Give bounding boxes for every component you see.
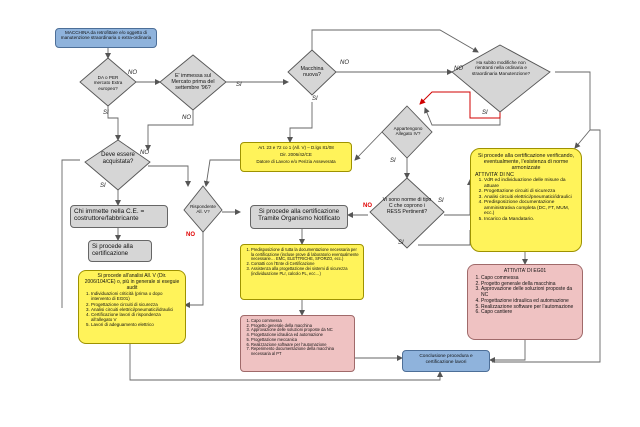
decision-norme[interactable]: Vi sono norme di tipo C che coprono i RE… — [382, 197, 432, 215]
label-si: SI — [438, 198, 444, 204]
analisi-item: Certificazione lavori di rispondenza all… — [91, 312, 182, 322]
attivita-nc-item: VdR ed individuazione delle misure da at… — [484, 178, 577, 189]
analisi-item: Analisi circuiti elettrici/pneumatici/id… — [91, 307, 182, 312]
attivita-eg01-list: Capo commessa Progetto generale della ma… — [472, 275, 578, 316]
attivita-nc-item: Progettazione circuiti di sicurezza — [484, 189, 577, 195]
analisi-header: Si procede all’analisi All. V (Dir. 2006… — [84, 273, 180, 291]
decision-acquistate-diamond — [84, 139, 151, 191]
chi-immette-box[interactable]: Chi immette nella C.E. = costruttore/fab… — [70, 205, 168, 228]
label-si: SI — [236, 82, 242, 88]
capo-left-item: Progettazione idraulica ed automazione — [251, 332, 352, 338]
edge-allegato-art23 — [354, 131, 383, 161]
decision-ue[interactable]: DA o PER mercato Extra europeo? — [93, 75, 123, 91]
attivita-nc-list: VdR ed individuazione delle misure da at… — [475, 178, 577, 222]
label-si: SI — [100, 183, 106, 189]
label-si: SI — [103, 110, 109, 116]
label-no: NO — [340, 60, 349, 66]
attivita-eg01-header: ATTIVITA’ DI EG01 — [503, 268, 547, 274]
attivita-nc-subheader: ATTIVITA’ DI NC — [475, 172, 514, 179]
decision-modifiche[interactable]: Ha subito modifiche non rientranti nella… — [471, 60, 531, 76]
attivita-nc-item: Analisi circuiti elettrici/pneumatici/id… — [484, 195, 577, 201]
attivita-nc-item: Predisposizione documentazione amministr… — [484, 200, 577, 217]
capo-left-item: Capo commessa — [251, 318, 352, 324]
predisposizione-item: Contatti con l’Ente di Certificazione — [251, 261, 360, 267]
capo-left-item: Reperimento documentazione della macchin… — [251, 346, 352, 356]
predisposizione-item: Predisposizione di tutta la documentazio… — [251, 247, 360, 262]
decision-nuova-diamond — [287, 49, 337, 96]
attivita-eg01-item: Capo commessa — [481, 275, 578, 282]
capo-left-item: Realizzazione software per l’automazione — [251, 342, 352, 348]
label-no: NO — [128, 70, 137, 76]
attivita-nc-item: Incarico da Mandatario. — [484, 217, 577, 223]
edge-right-loop — [492, 129, 601, 363]
edge-rispondente-analisi — [184, 232, 204, 308]
label-si: SI — [482, 110, 488, 116]
attivita-eg01-box[interactable]: ATTIVITA’ DI EG01 Capo commessa Progetto… — [467, 264, 583, 340]
analisi-item: Progettazione circuiti di sicurezza — [91, 302, 182, 307]
label-no: NO — [454, 66, 463, 72]
edge-feedback-red — [419, 91, 501, 119]
predisposizione-box[interactable]: Predisposizione di tutta la documentazio… — [240, 244, 364, 300]
conclusione-box[interactable]: Conclusione procedura e certificazione l… — [402, 350, 490, 372]
attivita-eg01-item: Progettazione idraulica ed automazione — [481, 298, 578, 305]
capo-left-item: Progetto generale della macchina — [251, 323, 352, 329]
decision-modifiche-diamond — [451, 44, 551, 113]
label-si: SI — [312, 96, 318, 102]
capo-left-item: Approvazione delle soluzioni proposte da… — [251, 328, 352, 333]
edge-art23-rispondente — [203, 159, 240, 187]
edge-norme-nc — [444, 179, 473, 216]
edge-analisi-concl — [129, 344, 443, 381]
analisi-list: Individuazioni criticità (prima o dopo i… — [82, 291, 182, 327]
certificazione-left-box[interactable]: Si procede alla certificazione — [88, 240, 152, 262]
attivita-eg01-item: Capo cantiere — [481, 309, 578, 316]
decision-acquistate[interactable]: Deve essere acquistata? — [101, 152, 135, 165]
analisi-item: Individuazioni criticità (prima o dopo i… — [91, 291, 182, 301]
attivita-eg01-item: Realizzazione software per l’automazione — [481, 304, 578, 311]
attivita-eg01-item: Progetto generale della macchina — [481, 281, 578, 288]
decision-rispondente-diamond — [183, 185, 223, 233]
edge-left-line — [61, 159, 80, 308]
attivita-eg01-item: Approvazione delle soluzioni proposte da… — [481, 286, 578, 299]
attivita-nc-header: Si procede alla certificazione verifican… — [478, 153, 574, 172]
label-no-red: NO — [186, 232, 195, 238]
decision-allegato[interactable]: Appartengono Allegato IV? — [393, 126, 423, 137]
organismo-box[interactable]: Si procede alla certificazione Tramite O… — [250, 205, 348, 229]
analisi-box[interactable]: Si procede all’analisi All. V (Dir. 2006… — [78, 270, 186, 344]
attivita-nc-box[interactable]: Si procede alla certificazione verifican… — [470, 148, 582, 252]
capo-left-item: Progettazione meccanica — [251, 337, 352, 343]
edge-eg01-concl — [489, 340, 526, 363]
analisi-item: Lavori di adeguamento elettrico — [91, 322, 182, 327]
label-no: NO — [140, 150, 149, 156]
edge-nuova-art23 — [287, 102, 313, 143]
label-no-red: NO — [363, 203, 372, 209]
predisposizione-list: Predisposizione di tutta la documentazio… — [242, 247, 360, 276]
edge-ue-acquistate — [107, 106, 121, 141]
decision-mercato[interactable]: E' immessa sul Mercato prima del settemb… — [171, 73, 215, 92]
capo-commessa-left-box[interactable]: Capo commessa Progetto generale della ma… — [240, 315, 355, 372]
decision-rispondente[interactable]: Rispondente All. V? — [190, 204, 216, 215]
decision-nuova[interactable]: Macchina nuova? — [300, 66, 324, 79]
label-si: SI — [398, 240, 404, 246]
label-no: NO — [182, 115, 191, 121]
edge-norme-si — [418, 230, 471, 246]
label-si: SI — [390, 158, 396, 164]
edge-modifiche-allegato — [424, 107, 501, 126]
decision-ue-diamond — [79, 57, 137, 107]
edge-nuova-modifiche-top — [311, 29, 479, 53]
decision-mercato-diamond — [159, 54, 227, 111]
capo-left-list: Capo commessa Progetto generale della ma… — [242, 318, 352, 357]
start-box[interactable]: MACCHINA da retrofittare e/o oggetto di … — [55, 28, 157, 48]
edge-mercato-acquistate — [145, 106, 194, 151]
art23-box[interactable]: Art. 23 e 72 co 1 (All. V) – D.lgs 81/08… — [240, 142, 352, 172]
edge-acquistate-rispondente — [148, 165, 191, 187]
predisposizione-item: Assistenza alla progettazione dei sistem… — [251, 266, 360, 276]
decision-allegato-diamond — [381, 105, 433, 159]
decision-norme-diamond — [369, 177, 445, 249]
edge-modifiche-right — [555, 71, 591, 149]
